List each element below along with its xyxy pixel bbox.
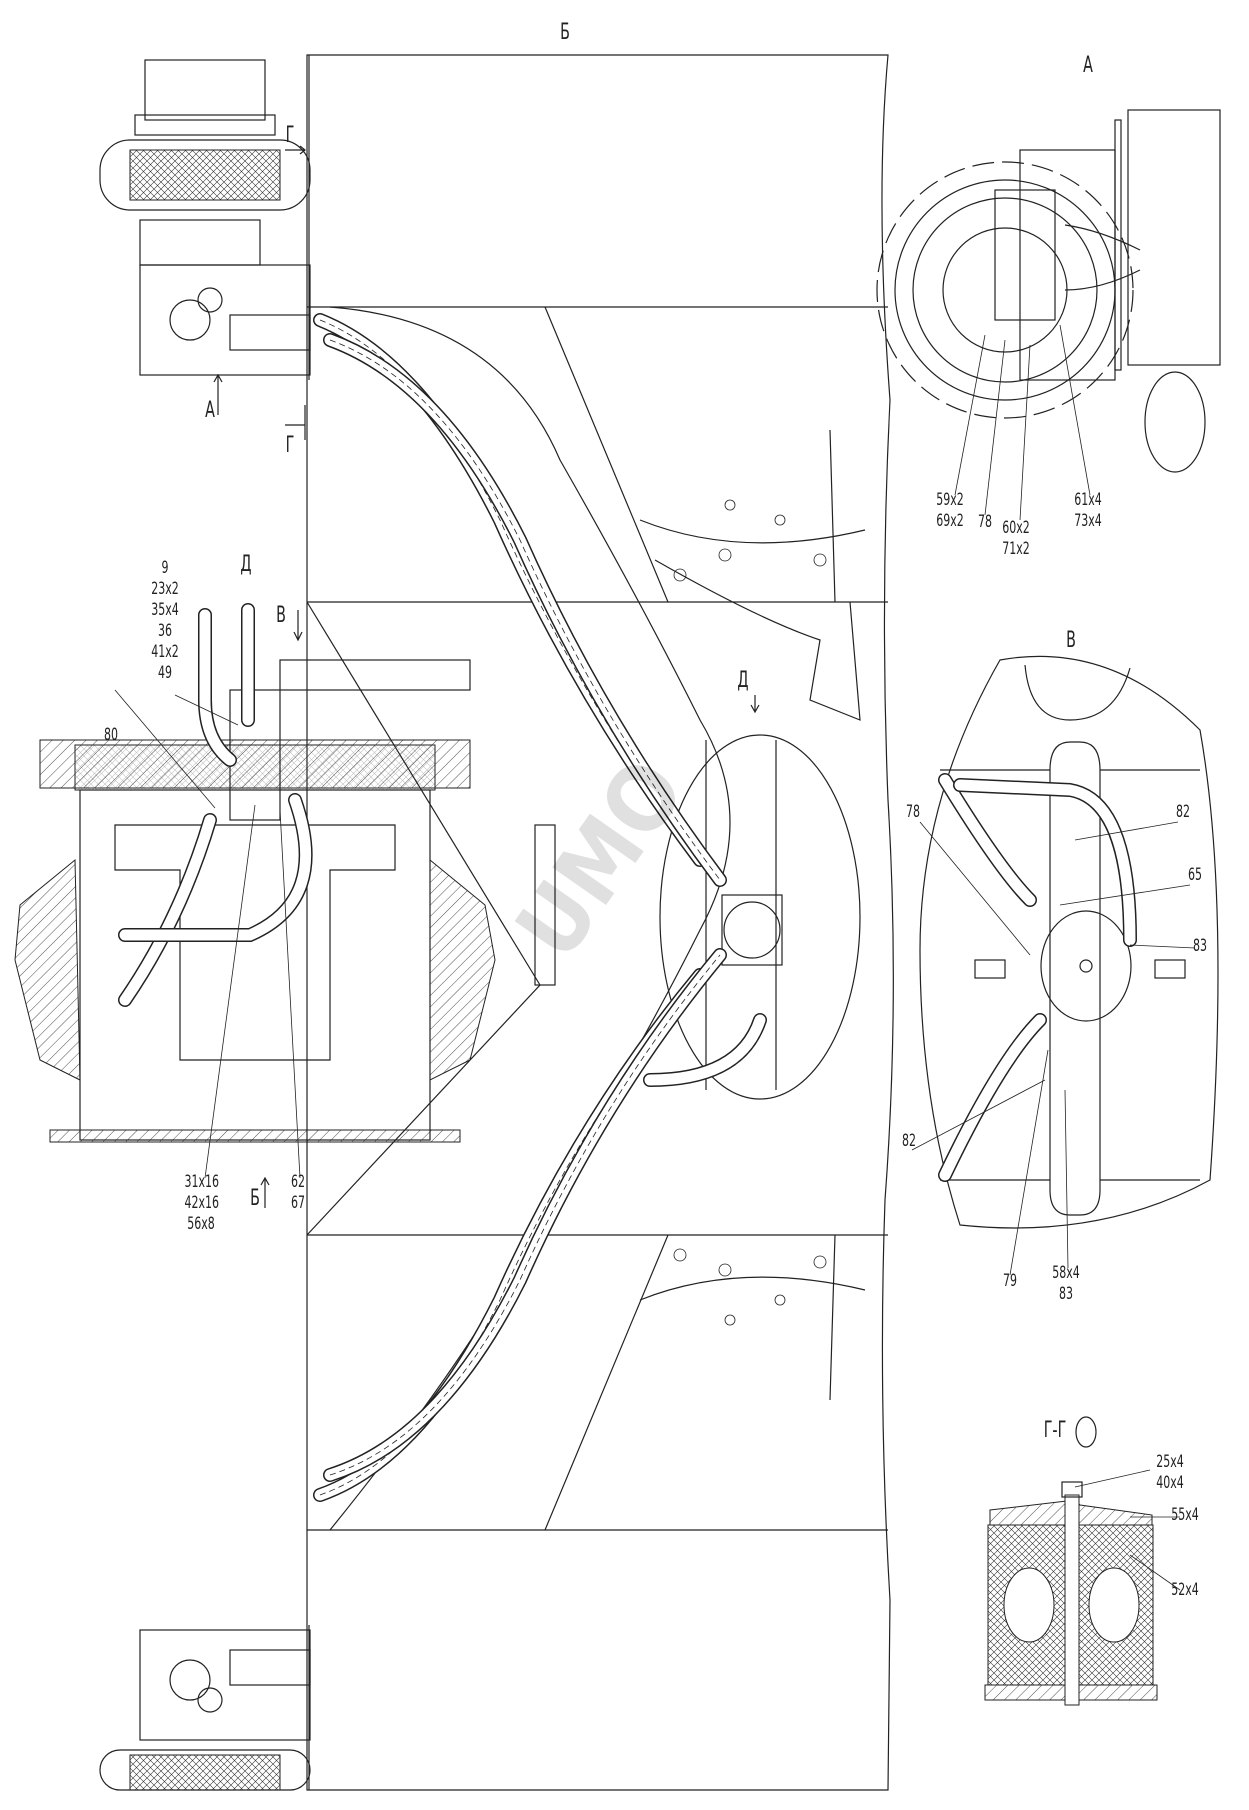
view-arrow-d: Д: [737, 668, 749, 693]
callout-v-6: 79: [1002, 1271, 1018, 1291]
callout-v-4: 83: [1192, 936, 1208, 956]
callout-v-1: 78: [905, 802, 921, 822]
callout-gg-3: 52x4: [1171, 1580, 1199, 1600]
view-a-sprocket: [876, 109, 1221, 473]
callout-gg-2: 55x4: [1171, 1505, 1199, 1525]
view-arrow-v: В: [276, 603, 286, 628]
callout-d-4: 62 67: [290, 1172, 306, 1213]
callout-v-3: 65: [1187, 865, 1203, 885]
flange-bolts: [673, 499, 827, 1326]
view-label-b: Б: [560, 20, 570, 45]
callout-gg-1: 25x4 40x4: [1156, 1452, 1184, 1493]
callout-d-2: 80: [103, 725, 119, 745]
callout-d-1: 9 23x2 35x4 36 41x2 49: [151, 558, 179, 683]
view-arrow-b: Б: [250, 1186, 260, 1211]
view-label-gg: Г-Г: [1043, 1418, 1067, 1443]
callout-a-4: 61x4 73x4: [1074, 490, 1102, 531]
view-label-a: А: [1083, 53, 1093, 78]
main-frame: [306, 54, 894, 1791]
view-v-detail: [911, 655, 1219, 1276]
travel-motor-bottom: [99, 1625, 311, 1791]
view-arrow-a: А: [205, 398, 215, 423]
section-mark-g-bottom: Г: [285, 433, 295, 458]
view-d-section: [14, 603, 760, 1208]
view-label-d: Д: [240, 552, 252, 577]
callout-v-5: 82: [901, 1131, 917, 1151]
section-arrows-g: [213, 145, 306, 440]
travel-motor-top: [99, 55, 311, 380]
view-label-v: В: [1066, 628, 1076, 653]
callout-v-2: 82: [1175, 802, 1191, 822]
callout-d-3: 31x16 42x16 56x8: [184, 1172, 219, 1234]
callout-a-3: 60x2 71x2: [1002, 518, 1030, 559]
callout-a-1: 59x2 69x2: [936, 490, 964, 531]
callout-a-2: 78: [977, 512, 993, 532]
view-gg-section: [984, 1416, 1181, 1706]
hose-bundle: [313, 313, 767, 1502]
callout-v-7: 58x4 83: [1052, 1263, 1080, 1304]
view-a-leaders: [954, 324, 1091, 521]
section-mark-g-top: Г: [285, 123, 295, 148]
